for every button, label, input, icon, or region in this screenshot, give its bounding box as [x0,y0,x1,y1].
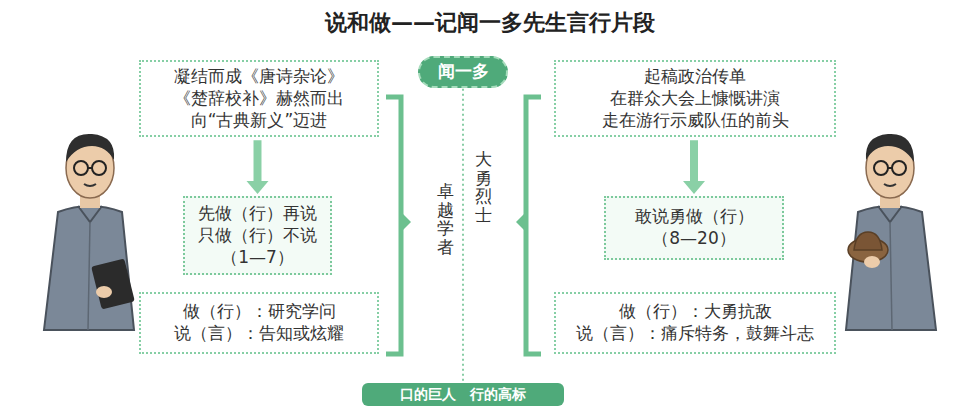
summary-box: 先做（行）再说只做（行）不说（1—7） [183,196,332,275]
conclusion-band: 口的巨人 行的高标 [362,383,564,406]
node-text: 说（言）：痛斥特务，鼓舞斗志 [570,323,820,345]
node-text: 说（言）：告知或炫耀 [155,323,363,345]
figure [846,134,936,330]
node-text: 走在游行示威队伍的前头 [570,110,820,132]
connector [247,140,269,194]
node-text: 向“古典新义”迈进 [155,110,363,132]
connector [463,89,464,382]
arrow-stem [254,140,262,182]
node-text: 先做（行）再说 [197,203,318,225]
node-text: 《楚辞校补》赫然而出 [155,88,363,110]
node-text: 在群众大会上慷慨讲演 [570,88,820,110]
node-text: 做（行）：大勇抗敌 [570,301,820,323]
connector [683,140,705,194]
node-text: 起稿政治传单 [570,66,820,88]
vertical-label: 卓越学者 [437,182,454,257]
bracket-tip [403,214,411,230]
event-box: 起稿政治传单在群众大会上慷慨讲演走在游行示威队伍的前头 [554,60,836,137]
node-text: 敢说勇做（行） [618,206,770,228]
node-text: （1—7） [197,247,318,269]
figure [44,134,135,330]
vertical-label: 大勇烈士 [475,150,492,225]
bracket [386,97,401,354]
node-text: 凝结而成《唐诗杂论》 [155,66,363,88]
node-text: 闻一多 [436,60,490,84]
bracket-tip [516,214,524,230]
dotted-line [462,89,464,382]
node-text: 做（行）：研究学问 [155,301,363,323]
event-box: 凝结而成《唐诗杂论》《楚辞校补》赫然而出向“古典新义”迈进 [139,60,379,137]
words-deeds-box: 做（行）：研究学问说（言）：告知或炫耀 [139,292,379,354]
arrow-head [247,181,269,194]
arrow-head [683,181,705,194]
node-text: 只做（行）不说 [197,225,318,247]
summary-box: 敢说勇做（行）（8—20） [604,196,784,260]
bracket [526,97,541,354]
arrow-stem [690,140,698,182]
words-deeds-box: 做（行）：大勇抗敌说（言）：痛斥特务，鼓舞斗志 [554,292,836,354]
node-text: （8—20） [618,228,770,250]
node-text: 口的巨人 行的高标 [378,384,548,405]
diagram-title: 说和做——记闻一多先生言行片段 [0,8,980,38]
name-oval: 闻一多 [418,56,508,88]
